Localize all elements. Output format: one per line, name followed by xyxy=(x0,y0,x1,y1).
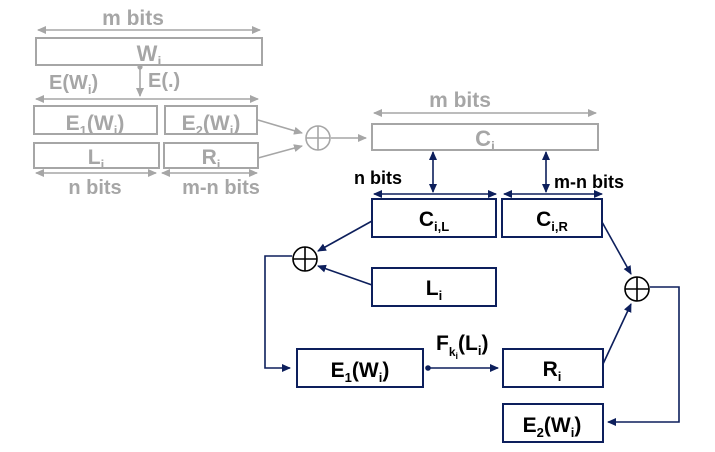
main-r-i-box xyxy=(502,348,604,388)
top-e2-to-xor-arrow xyxy=(257,119,303,135)
top-r-to-xor-arrow xyxy=(257,144,303,159)
c-i-label: Ci xyxy=(475,126,495,154)
main-l-i-label: Li xyxy=(426,277,442,303)
main-l-i-box xyxy=(371,267,497,307)
main-e2-box xyxy=(502,403,604,443)
li-to-left-xor-arrow xyxy=(317,264,373,286)
top-mn-bits-label: m-n bits xyxy=(182,177,260,199)
main-r-i-label: Ri xyxy=(543,358,562,384)
main-n-bits-label: n bits xyxy=(354,168,402,188)
ri-to-right-xor-arrow xyxy=(602,303,632,365)
c-i-r-box xyxy=(501,198,603,238)
e-func-label: E(.) xyxy=(148,70,180,92)
main-mn-bits-label: m-n bits xyxy=(554,172,624,192)
main-e1-label: E1(Wi) xyxy=(331,359,390,385)
top-e1-label: E1(Wi) xyxy=(66,112,125,138)
top-e1-box xyxy=(33,105,158,135)
top-r-i-box xyxy=(163,142,259,169)
e-w-i-label: E(Wi) xyxy=(49,72,98,97)
main-m-bits-label: m bits xyxy=(429,89,491,112)
cil-to-left-xor-arrow xyxy=(317,220,373,252)
w-i-box xyxy=(35,37,263,66)
right-xor-icon xyxy=(624,276,650,302)
top-e2-box xyxy=(164,105,258,135)
main-e2-label: E2(Wi) xyxy=(523,414,582,440)
w-i-label: Wi xyxy=(137,41,162,69)
top-xor-icon xyxy=(305,125,331,151)
left-xor-to-e1-arrow xyxy=(264,255,292,372)
e-func-dot xyxy=(137,64,143,70)
top-l-i-label: Li xyxy=(88,146,104,172)
cir-to-right-xor-arrow xyxy=(601,221,632,275)
left-xor-icon xyxy=(292,246,318,272)
c-i-box xyxy=(371,123,599,151)
top-section: m bits Wi E(Wi) E(.) E1(Wi) E2(Wi) Li xyxy=(33,7,599,199)
top-n-bits-label: n bits xyxy=(68,177,121,199)
c-i-l-box xyxy=(371,198,497,238)
top-e2-label: E2(Wi) xyxy=(182,112,241,138)
right-xor-to-e2-arrow xyxy=(607,286,680,426)
c-i-r-label: Ci,R xyxy=(536,208,568,234)
top-r-i-label: Ri xyxy=(202,146,221,172)
f-k-i-label: Fki(Li) xyxy=(436,332,488,361)
top-m-bits-label: m bits xyxy=(102,7,164,30)
c-i-l-label: Ci,L xyxy=(419,208,449,234)
top-l-i-box xyxy=(33,142,160,169)
main-e1-box xyxy=(296,348,424,388)
main-section: n bits m-n bits Ci,L Ci,R Li xyxy=(264,151,680,443)
